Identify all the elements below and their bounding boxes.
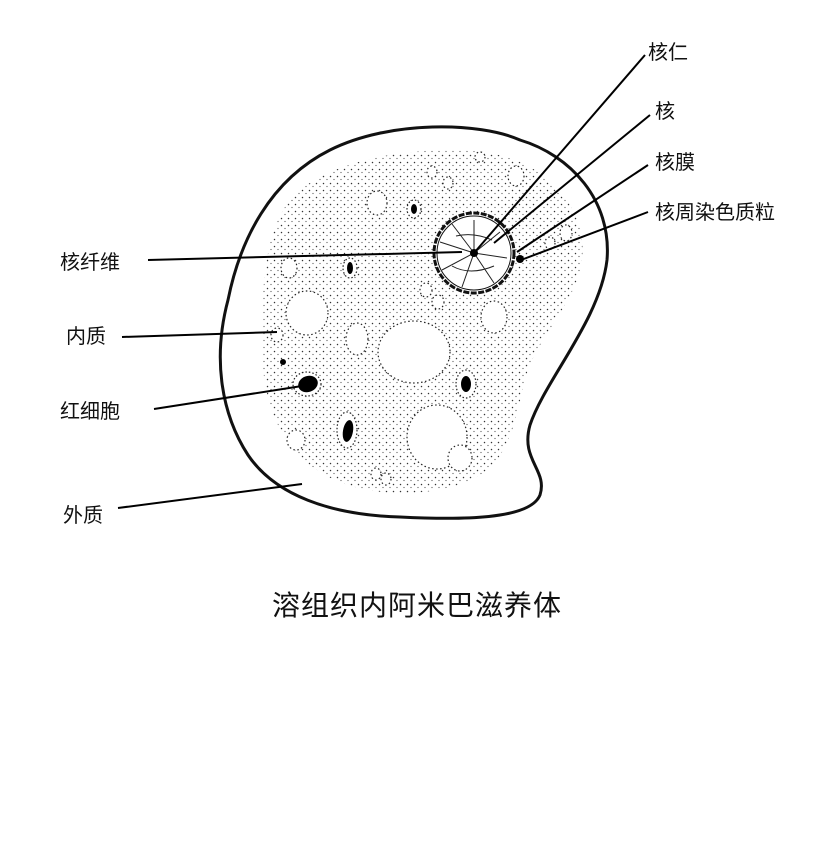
label-endoplasm: 内质	[66, 324, 106, 348]
label-red-blood-cell: 红细胞	[60, 399, 120, 423]
label-nuclear-fiber: 核纤维	[60, 250, 120, 274]
label-nucleolus: 核仁	[648, 40, 688, 64]
label-nucleus: 核	[655, 99, 675, 123]
label-ectoplasm: 外质	[63, 503, 103, 527]
label-nuclear-membrane: 核膜	[655, 150, 695, 174]
figure-caption: 溶组织内阿米巴滋养体	[0, 584, 834, 624]
label-perinuclear-chromatin: 核周染色质粒	[655, 200, 775, 224]
